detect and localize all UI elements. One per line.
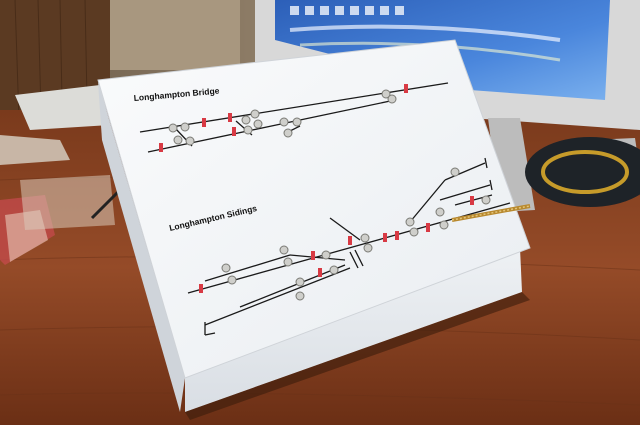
point-lever-icon bbox=[363, 243, 373, 253]
signal-lever-icon bbox=[470, 196, 474, 205]
point-lever-icon bbox=[387, 94, 397, 104]
signal-lever-icon bbox=[383, 233, 387, 242]
upper-signal-levers bbox=[159, 84, 408, 152]
point-lever-icon bbox=[435, 207, 445, 217]
signal-lever-icon bbox=[159, 143, 163, 152]
mouse-mat-logo bbox=[541, 150, 629, 194]
signal-lever-icon bbox=[228, 113, 232, 122]
point-lever-icon bbox=[321, 250, 331, 260]
point-lever-icon bbox=[243, 125, 253, 135]
signal-lever-icon bbox=[395, 231, 399, 240]
point-lever-icon bbox=[283, 257, 293, 267]
upper-point-levers bbox=[168, 89, 397, 146]
point-lever-icon bbox=[283, 128, 293, 138]
panel-box-side bbox=[98, 82, 185, 412]
point-lever-icon bbox=[360, 233, 370, 243]
stylus-pen-icon bbox=[451, 204, 531, 222]
signal-lever-icon bbox=[232, 127, 236, 136]
point-lever-icon bbox=[253, 119, 263, 129]
desk-papers-2 bbox=[0, 135, 70, 165]
point-lever-icon bbox=[168, 123, 178, 133]
point-lever-icon bbox=[279, 117, 289, 127]
screen-swoosh bbox=[289, 24, 561, 42]
point-lever-icon bbox=[481, 195, 491, 205]
point-lever-icon bbox=[292, 117, 302, 127]
point-lever-icon bbox=[405, 217, 415, 227]
point-lever-icon bbox=[221, 263, 231, 273]
desktop-icons bbox=[290, 6, 404, 15]
point-lever-icon bbox=[241, 115, 251, 125]
lower-signal-levers bbox=[199, 196, 474, 293]
point-lever-icon bbox=[381, 89, 391, 99]
point-lever-icon bbox=[409, 227, 419, 237]
signal-lever-icon bbox=[202, 118, 206, 127]
point-lever-icon bbox=[295, 277, 305, 287]
point-lever-icon bbox=[180, 122, 190, 132]
signal-lever-icon bbox=[426, 223, 430, 232]
point-lever-icon bbox=[185, 136, 195, 146]
signal-lever-icon bbox=[199, 284, 203, 293]
signal-lever-icon bbox=[348, 236, 352, 245]
panel-box-front bbox=[185, 248, 522, 412]
signal-lever-icon bbox=[311, 251, 315, 260]
signal-lever-icon bbox=[404, 84, 408, 93]
point-lever-icon bbox=[450, 167, 460, 177]
point-lever-icon bbox=[295, 291, 305, 301]
point-lever-icon bbox=[279, 245, 289, 255]
wall-shelf bbox=[110, 0, 240, 70]
point-lever-icon bbox=[329, 265, 339, 275]
panel-box-shadow bbox=[185, 292, 530, 420]
desk-papers bbox=[15, 85, 110, 130]
point-lever-icon bbox=[439, 220, 449, 230]
lower-point-levers bbox=[221, 167, 491, 301]
desk-clutter bbox=[0, 175, 120, 265]
point-lever-icon bbox=[227, 275, 237, 285]
point-lever-icon bbox=[173, 135, 183, 145]
point-lever-icon bbox=[250, 109, 260, 119]
signal-lever-icon bbox=[318, 268, 322, 277]
